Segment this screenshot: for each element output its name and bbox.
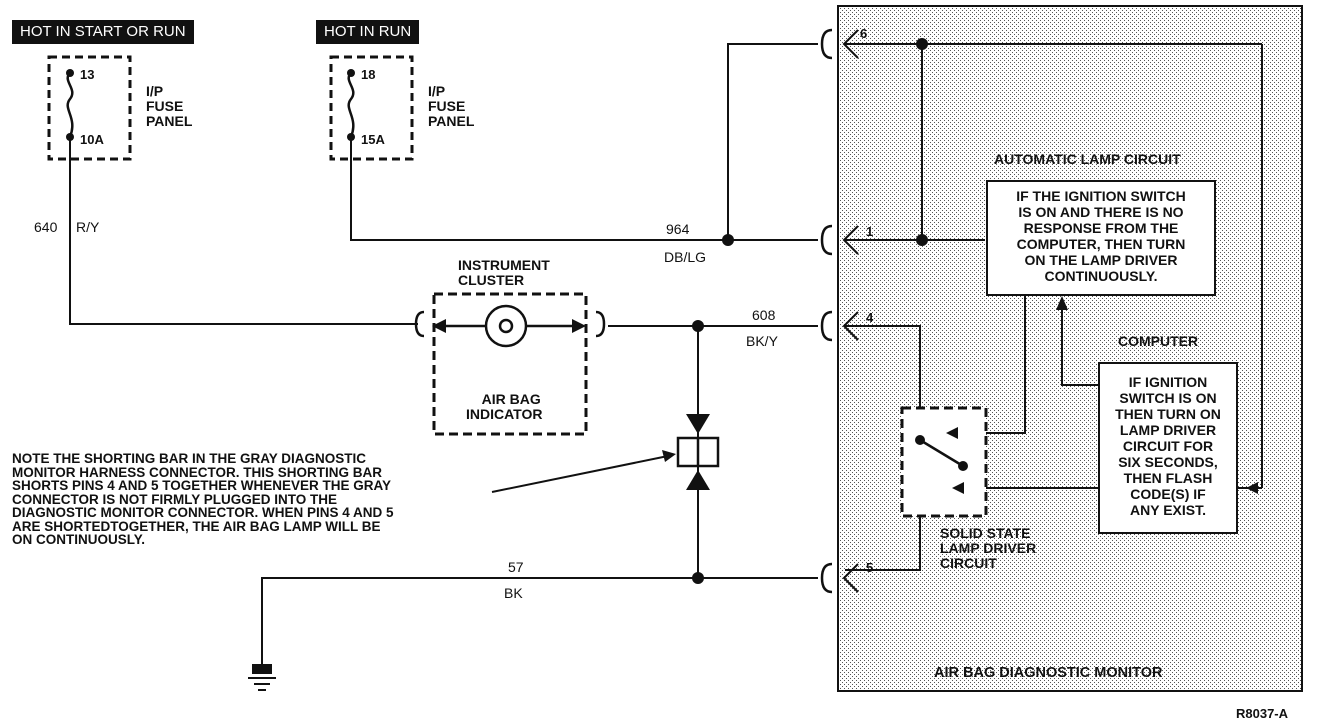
computer-label: COMPUTER [1118, 333, 1199, 349]
wire-964-branch [727, 43, 818, 240]
lamp-driver-label: SOLID STATE LAMP DRIVER CIRCUIT [940, 525, 1037, 571]
wire-608-number: 608 [752, 307, 776, 323]
fuse-panel-left-outline [47, 55, 132, 161]
fuse-left-pin-label: 13 [80, 67, 95, 82]
hot-in-run-tag: HOT IN RUN [316, 20, 420, 44]
wire-640 [69, 137, 418, 325]
fuse-right-panel-label: I/P FUSE PANEL [428, 83, 475, 129]
wire-608-color: BK/Y [746, 333, 778, 349]
figure-id: R8037-A [1236, 706, 1289, 721]
automatic-lamp-circuit-label: AUTOMATIC LAMP CIRCUIT [994, 151, 1181, 167]
fuse-left-element [66, 72, 74, 138]
fuse-right-pin-label: 18 [361, 67, 376, 82]
wire-964-number: 964 [666, 221, 690, 237]
fuse-left-rating: 10A [80, 132, 104, 147]
wire-964-color: DB/LG [664, 249, 707, 265]
hot-in-start-or-run-tag: HOT IN START OR RUN [12, 20, 194, 44]
diagnostic-monitor-title: AIR BAG DIAGNOSTIC MONITOR [934, 665, 1163, 681]
fuse-right-rating: 15A [361, 132, 385, 147]
wire-964 [350, 137, 818, 241]
diagnostic-monitor-enclosure [837, 5, 1303, 692]
fuse-panel-right-outline [329, 55, 414, 161]
wire-57 [261, 577, 818, 668]
automatic-lamp-circuit-box: IF THE IGNITION SWITCH IS ON AND THERE I… [986, 180, 1216, 296]
instrument-cluster-outline [432, 292, 588, 436]
wire-640-color: R/Y [76, 219, 100, 235]
shorting-bar-note: NOTE THE SHORTING BAR IN THE GRAY DIAGNO… [12, 451, 394, 547]
fuse-left-panel-label: I/P FUSE PANEL [146, 83, 193, 129]
monitor-pin-4: 4 [866, 310, 874, 325]
wire-57-color: BK [504, 585, 523, 601]
air-bag-indicator-label: AIR BAG INDICATOR [466, 391, 543, 422]
monitor-pin-1: 1 [866, 224, 874, 239]
monitor-pin-5: 5 [866, 560, 874, 575]
wire-640-number: 640 [34, 219, 58, 235]
computer-box: IF IGNITION SWITCH IS ON THEN TURN ON LA… [1098, 362, 1238, 534]
wire-57-number: 57 [508, 559, 524, 575]
instrument-cluster-title: INSTRUMENT CLUSTER [458, 257, 550, 288]
monitor-pin-6: 6 [860, 26, 868, 41]
lamp-driver-outline [900, 406, 988, 518]
fuse-right-element [347, 72, 355, 138]
ground-symbol [248, 664, 276, 691]
